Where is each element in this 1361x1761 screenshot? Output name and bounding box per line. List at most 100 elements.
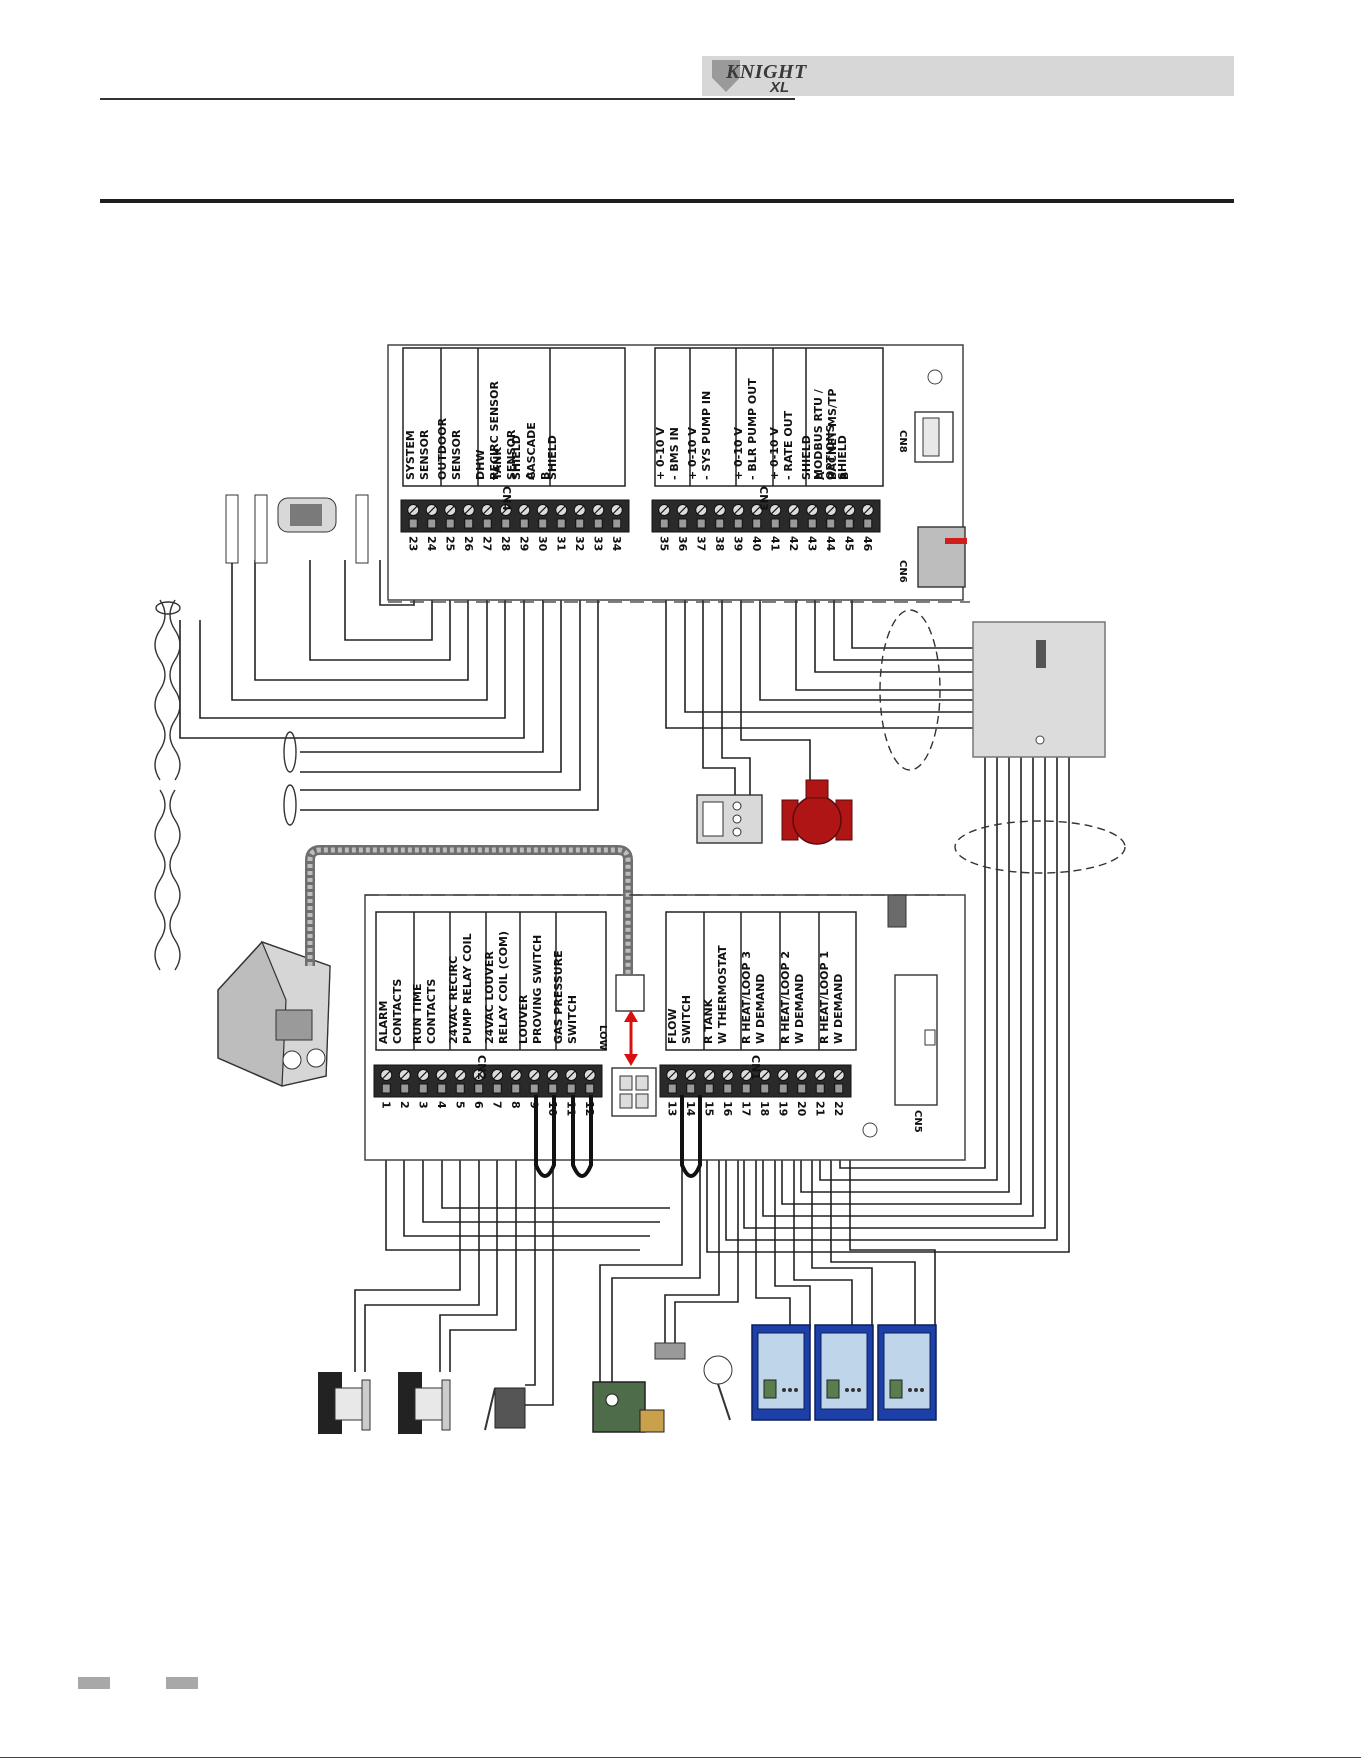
cn2-terminal-11: 11 bbox=[564, 1101, 577, 1116]
wire-5 bbox=[199, 560, 506, 719]
cn3-label-4-line1: SHIELD bbox=[800, 435, 813, 480]
cn1-terminal-14: 14 bbox=[684, 1101, 697, 1117]
wire-9 bbox=[300, 560, 581, 791]
cn1-terminal-15: 15 bbox=[702, 1101, 715, 1116]
cn3-label-1-line1: + 0-10 V bbox=[686, 427, 699, 480]
cn5-connector bbox=[894, 974, 938, 1106]
cn1-label-1-line2: W THERMOSTAT bbox=[716, 945, 729, 1044]
wire-46 bbox=[811, 1130, 873, 1330]
cn2-label-5-line2: SWITCH bbox=[566, 995, 579, 1044]
cn4-terminal-strip bbox=[400, 499, 630, 533]
cn4-terminal-29: 29 bbox=[517, 536, 530, 551]
cn3-label-6-line2: B bbox=[838, 472, 851, 480]
wire-7 bbox=[300, 560, 544, 753]
brand-sub: XL bbox=[770, 79, 790, 96]
cn2-terminal-8: 8 bbox=[509, 1101, 522, 1109]
cn3-label-block bbox=[654, 347, 884, 487]
conduit-cable bbox=[305, 845, 633, 975]
cn4-label-1-line1: OUTDOOR bbox=[436, 417, 449, 480]
cn2-label-0-line1: ALARM bbox=[377, 1001, 390, 1044]
wire-44 bbox=[774, 1130, 811, 1330]
cn3-terminal-42: 42 bbox=[787, 536, 800, 551]
wire-29 bbox=[385, 1130, 640, 1251]
wire-37 bbox=[525, 1130, 536, 1386]
wire-38 bbox=[525, 1130, 554, 1406]
wire-17 bbox=[795, 560, 973, 691]
cn1-terminal-19: 19 bbox=[776, 1101, 789, 1116]
cn3-terminal-37: 37 bbox=[694, 536, 707, 551]
cn5-connector-label: CN5 bbox=[912, 1110, 923, 1133]
jumper-wire-2 bbox=[680, 1095, 702, 1178]
cn2-terminal-7: 7 bbox=[490, 1101, 503, 1109]
low-water-label: LOW bbox=[597, 1025, 608, 1051]
cn2-terminal-2: 2 bbox=[398, 1101, 411, 1109]
wire-3 bbox=[254, 560, 469, 681]
wire-13 bbox=[702, 560, 736, 795]
relay-devices bbox=[318, 1372, 526, 1434]
cn3-label-2-line1: + 0-10 V bbox=[732, 427, 745, 480]
bms-junction-box bbox=[972, 621, 1106, 758]
cn3-terminal-46: 46 bbox=[861, 536, 874, 552]
header-rule bbox=[100, 98, 795, 100]
wire-25 bbox=[762, 757, 1034, 1217]
thermostat-display bbox=[696, 794, 763, 844]
cn2-label-3-line1: 24VAC LOUVER bbox=[483, 951, 496, 1044]
cn3-terminal-43: 43 bbox=[805, 536, 818, 551]
wire-35 bbox=[439, 1130, 498, 1372]
cn1-terminal-18: 18 bbox=[758, 1101, 771, 1116]
tank-sensor-icon bbox=[654, 1342, 733, 1421]
cn2-label-1-line1: RUN TIME bbox=[411, 984, 424, 1045]
cn3-label-4-line2: A bbox=[814, 471, 827, 480]
cn1-terminal-22: 22 bbox=[832, 1101, 845, 1116]
wire-34 bbox=[364, 1130, 480, 1372]
cn4-terminal-30: 30 bbox=[536, 536, 549, 552]
cn4-terminal-34: 34 bbox=[610, 536, 623, 552]
wire-47 bbox=[830, 1130, 916, 1330]
cn3-terminal-38: 38 bbox=[713, 536, 726, 551]
cn4-label-5-line1: CASCADE bbox=[525, 422, 538, 480]
cn1-label-0-line1: FLOW bbox=[666, 1008, 679, 1044]
cn1-terminal-17: 17 bbox=[739, 1101, 752, 1116]
wire-30 bbox=[403, 1130, 650, 1237]
cn4-label-4-line2: A bbox=[524, 471, 537, 480]
cn4-label-3-line2: SENSOR bbox=[505, 429, 518, 480]
cn4-terminal-25: 25 bbox=[443, 536, 456, 551]
wire-15 bbox=[740, 560, 811, 780]
wire-4 bbox=[231, 560, 488, 701]
cn1-label-3-line2: W DEMAND bbox=[793, 974, 806, 1044]
cn2-terminal-1: 1 bbox=[379, 1101, 392, 1109]
footer-tab-right bbox=[166, 1677, 198, 1689]
cn2-label-1-line2: CONTACTS bbox=[425, 979, 438, 1044]
cn6-connector-label: CN6 bbox=[897, 560, 908, 583]
cn3-terminal-45: 45 bbox=[842, 536, 855, 551]
cn1-terminal-21: 21 bbox=[813, 1101, 826, 1116]
wire-8 bbox=[300, 560, 562, 773]
wire-40 bbox=[611, 1130, 701, 1382]
wire-12 bbox=[684, 560, 973, 713]
cn2-terminal-strip bbox=[373, 1064, 603, 1098]
cn4-label-4-line1: SHIELD bbox=[510, 435, 523, 480]
cn3-label-5-line2: BACNET MS/TP bbox=[826, 389, 839, 480]
cn4-terminal-33: 33 bbox=[591, 536, 604, 551]
wire-16 bbox=[759, 560, 973, 701]
cn3-label-0-line1: + 0-10 V bbox=[654, 427, 667, 480]
cn3-label-6-line1: OPTIONS bbox=[824, 424, 837, 480]
cn4-terminal-26: 26 bbox=[462, 536, 475, 552]
cn2-terminal-6: 6 bbox=[472, 1101, 485, 1109]
cn3-terminal-35: 35 bbox=[657, 536, 670, 551]
wire-26 bbox=[743, 757, 1046, 1229]
cn2-label-2-line2: PUMP RELAY COIL bbox=[461, 933, 474, 1044]
cn3-label-3-line1: + 0-10 V bbox=[768, 427, 781, 480]
cn4-label-6-line1: SHIELD bbox=[546, 435, 559, 480]
cn2-label-3-line2: RELAY COIL (COM) bbox=[497, 931, 510, 1044]
cn1-terminal-16: 16 bbox=[721, 1101, 734, 1117]
wire-39 bbox=[599, 1130, 683, 1382]
wire-27 bbox=[725, 757, 1058, 1241]
cn4-connector-label: CN4 bbox=[500, 486, 513, 511]
cn1-connector-label: CN1 bbox=[749, 1055, 762, 1080]
low-water-connector bbox=[611, 1067, 657, 1117]
wire-43 bbox=[755, 1130, 791, 1330]
cn8-connector-label: CN8 bbox=[897, 430, 908, 453]
